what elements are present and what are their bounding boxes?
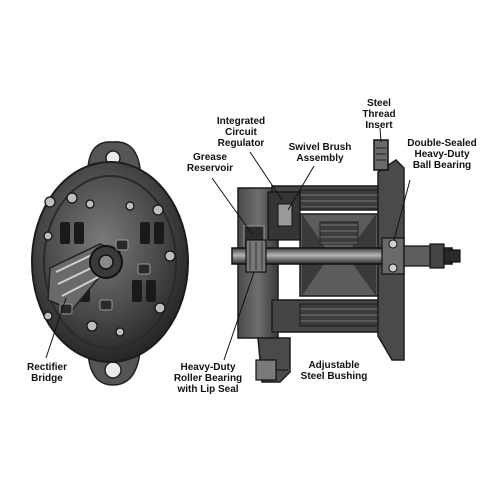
bottom-mount-hole xyxy=(104,361,122,379)
rear-housing-rim xyxy=(43,175,177,349)
rear-view xyxy=(31,141,189,386)
label-double-sealed-ball-bearing: Double-Sealed Heavy-Duty Ball Bearing xyxy=(407,138,477,171)
stator-winding-bottom xyxy=(299,303,379,327)
cutaway-view xyxy=(231,139,461,383)
label-integrated-circuit-regulator: Integrated Circuit Regulator xyxy=(216,116,266,149)
label-adjustable-steel-bushing: Adjustable Steel Bushing xyxy=(300,360,368,382)
field-coil xyxy=(319,221,359,245)
leader-lines xyxy=(211,127,411,371)
shaft-spacer xyxy=(403,245,431,267)
shaft-nut xyxy=(429,243,445,269)
label-grease-reservoir: Grease Reservoir xyxy=(186,152,234,174)
steel-thread-insert xyxy=(373,139,389,171)
label-heavy-duty-roller-bearing: Heavy-Duty Roller Bearing with Lip Seal xyxy=(173,362,243,395)
rear-hub-center xyxy=(98,254,114,270)
leader-ic-regulator xyxy=(249,151,283,201)
adjustable-steel-bushing xyxy=(255,359,277,381)
leader-grease-reservoir xyxy=(211,177,253,235)
leader-thread-insert xyxy=(379,127,382,143)
stator-winding-top xyxy=(299,189,379,209)
shaft-end xyxy=(443,249,461,263)
diodes xyxy=(59,239,151,315)
leader-ball-bearing xyxy=(393,179,411,241)
leader-swivel-brush xyxy=(287,165,315,211)
label-rectifier-bridge: Rectifier Bridge xyxy=(26,362,67,384)
label-swivel-brush-assembly: Swivel Brush Assembly xyxy=(288,142,352,164)
terminal-bolts xyxy=(43,192,176,337)
leader-roller-bearing xyxy=(223,271,255,361)
leader-rectifier-bridge xyxy=(45,297,67,359)
label-steel-thread-insert: Steel Thread Insert xyxy=(362,98,396,131)
